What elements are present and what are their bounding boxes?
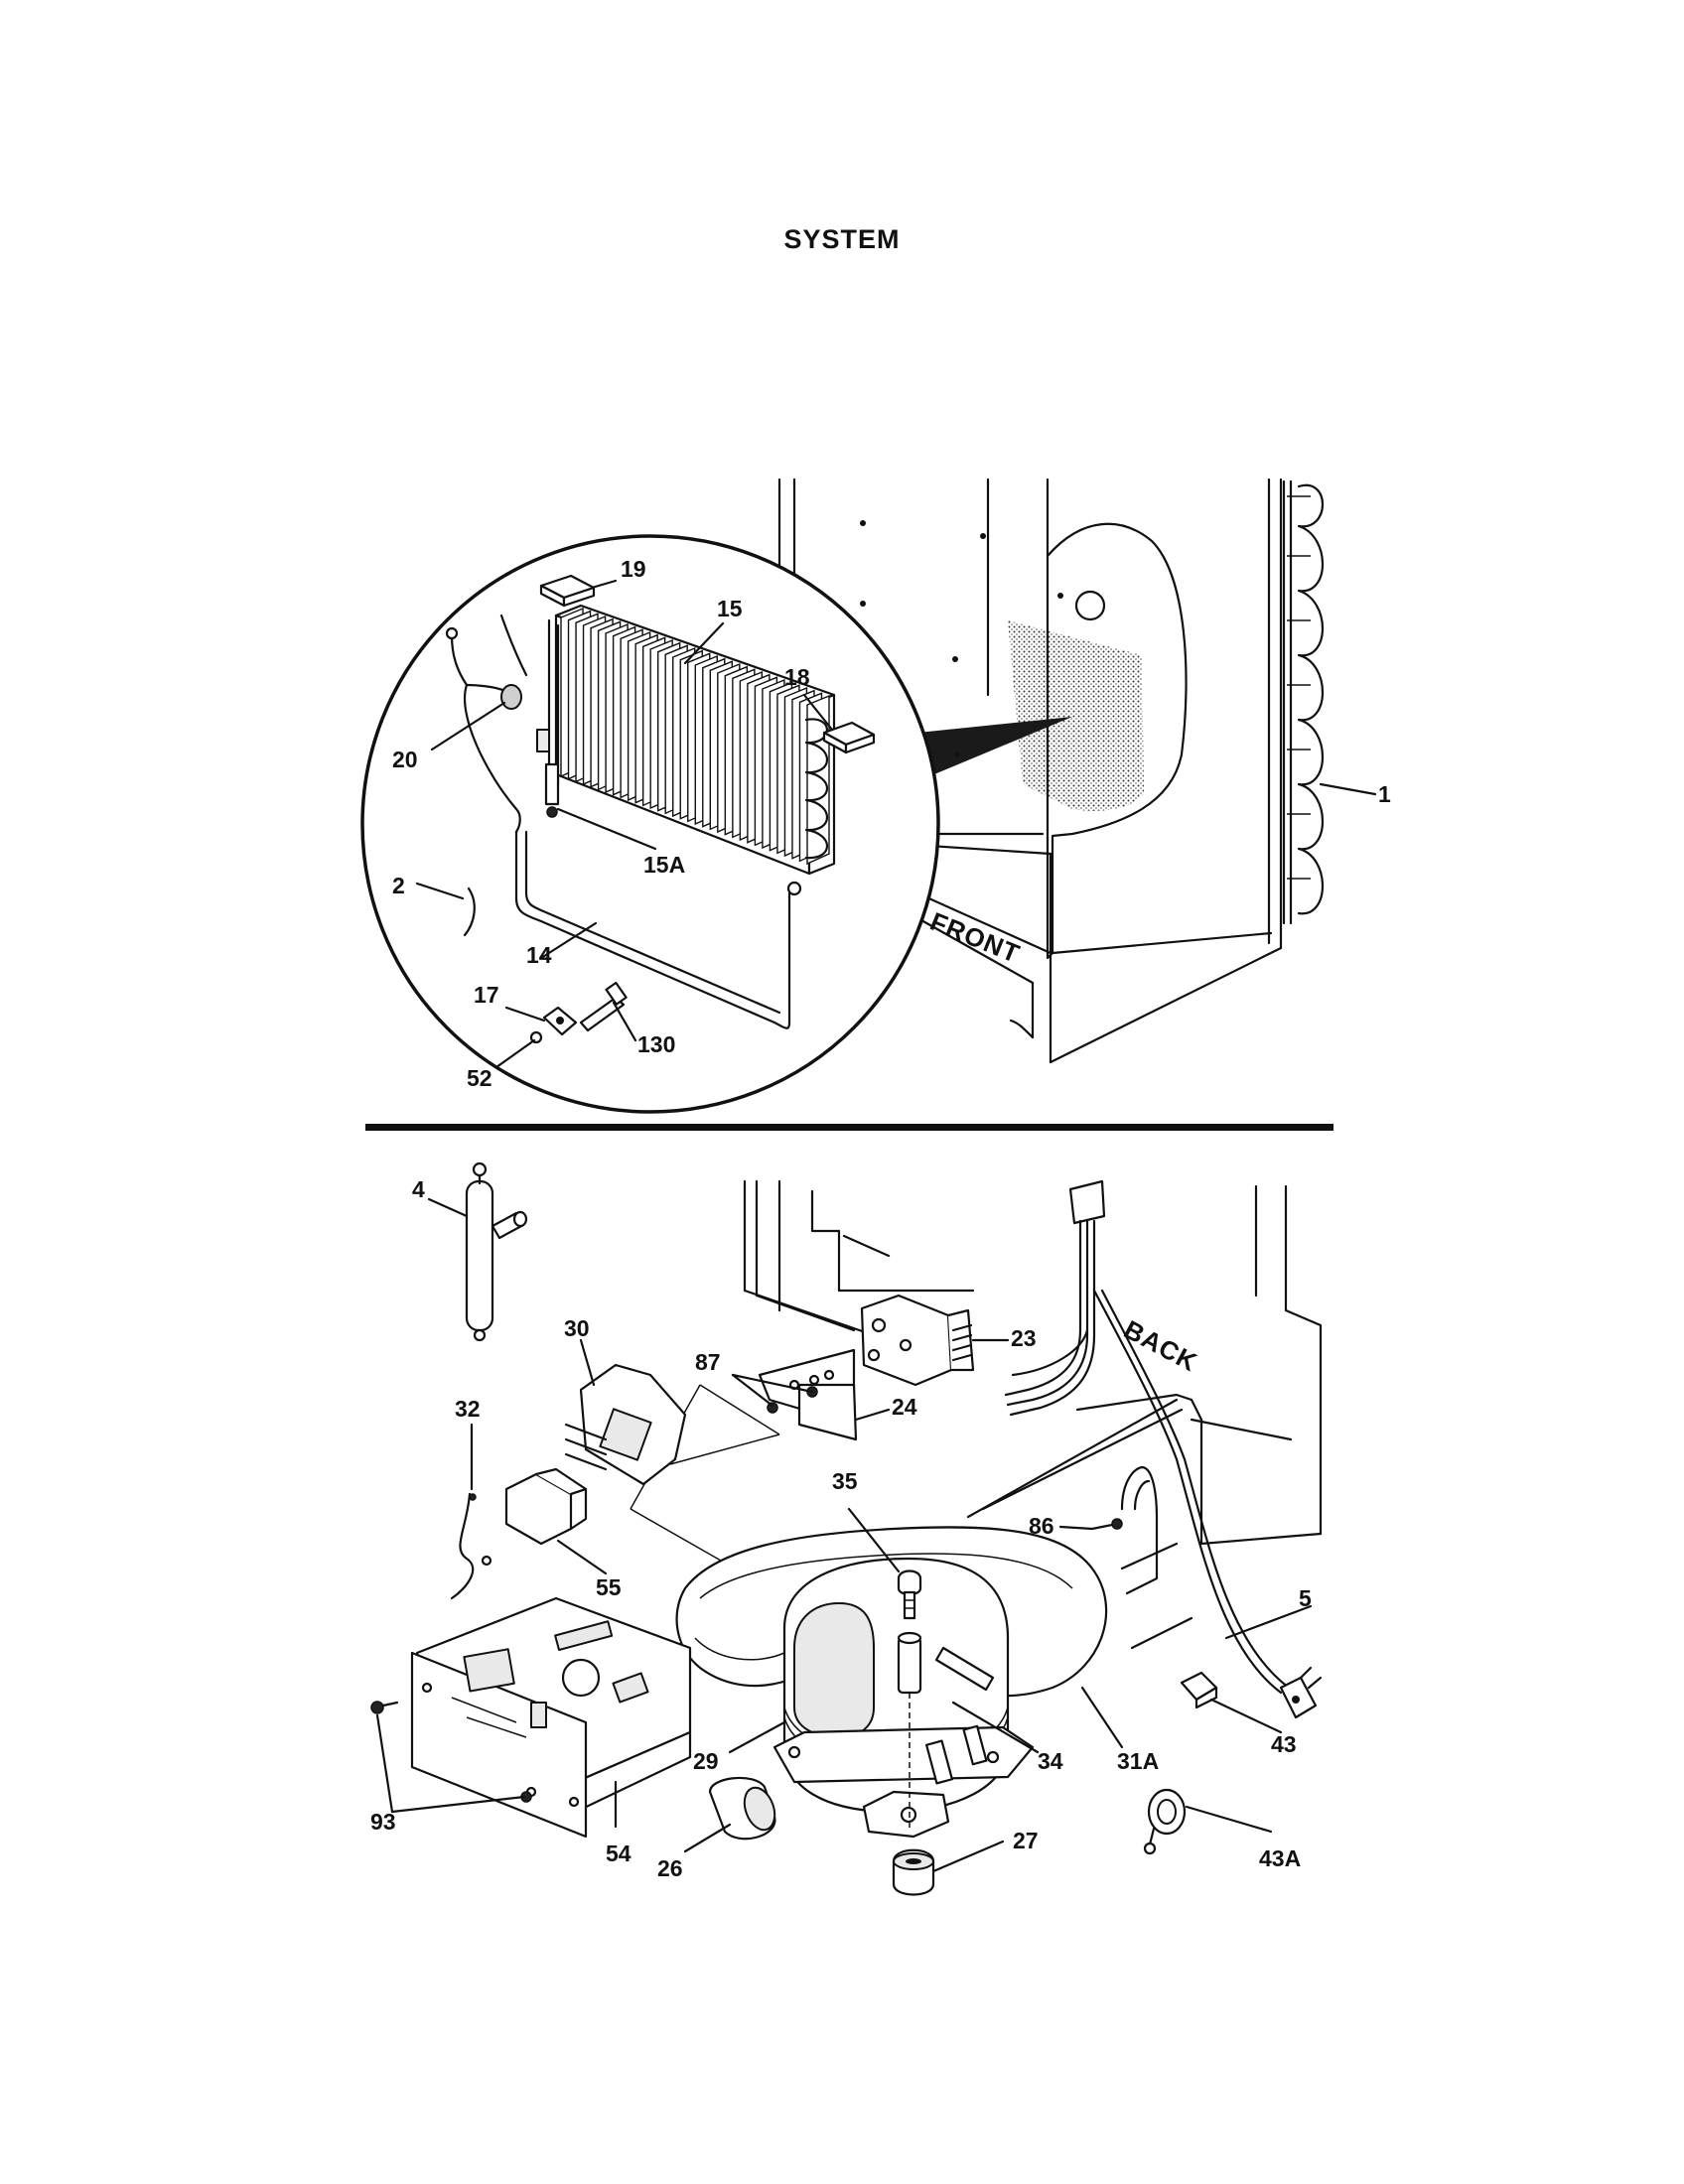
mounting-screws [370,1701,532,1803]
overload-protector [504,1467,588,1546]
compressor [772,1557,1035,1839]
callout-4: 4 [412,1176,425,1202]
drain-fitting [529,981,628,1044]
jumper-wire [450,1492,492,1600]
condenser-coil [1282,479,1325,925]
capacitor-cap [708,1776,776,1841]
callout-17: 17 [474,982,499,1008]
callout-54: 54 [606,1841,632,1866]
defrost-timer [860,1294,975,1387]
callout-27: 27 [1013,1828,1039,1853]
power-cord-plug [1279,1666,1323,1719]
callout-55: 55 [596,1574,622,1600]
cord-clip [1180,1671,1218,1709]
terminal-block [544,762,560,818]
defrost-heater-wire [445,614,802,1029]
control-box [410,1596,692,1839]
callout-5: 5 [1299,1585,1312,1611]
detail-magnifier-circle [360,534,940,1114]
callout-18: 18 [784,664,810,690]
leader-lines-top [415,579,1377,1069]
cord-clamp [1090,1465,1193,1650]
cord-strap [1143,1788,1187,1855]
callout-34: 34 [1038,1748,1063,1774]
filter-drier [465,1161,528,1342]
callout-15a: 15A [643,852,685,878]
label-front: FRONT [926,906,1025,969]
callout-87: 87 [695,1349,721,1375]
callout-35: 35 [832,1468,858,1494]
callout-43a: 43A [1259,1845,1301,1871]
evaporator-coil [536,604,836,876]
wiring-harness [1004,1179,1291,1695]
callout-93: 93 [370,1809,396,1835]
section-divider [365,1124,1333,1131]
callout-31a: 31A [1117,1748,1159,1774]
cabinet-outline-bottom [743,1179,1323,1546]
callout-86: 86 [1029,1513,1054,1539]
callout-14: 14 [526,942,552,968]
diagram-title: SYSTEM [783,224,901,254]
callout-43: 43 [1271,1731,1297,1757]
insulation-pad-upper [539,574,596,608]
start-relay [564,1363,687,1486]
cabinet-outline-top [777,478,1283,1064]
callout-1: 1 [1378,781,1391,807]
callout-23: 23 [1011,1325,1037,1351]
wire-clip [463,887,476,937]
leader-lines-bottom [375,1197,1313,1873]
callout-20: 20 [392,747,418,772]
callout-30: 30 [564,1315,590,1341]
rubber-grommet [892,1848,935,1896]
callout-19: 19 [621,556,646,582]
callout-130: 130 [637,1031,675,1057]
callout-2: 2 [392,873,405,898]
timer-bracket [758,1348,858,1441]
callout-15: 15 [717,596,743,621]
callout-26: 26 [657,1855,683,1881]
callout-24: 24 [892,1394,917,1420]
callout-29: 29 [693,1748,719,1774]
callout-52: 52 [467,1065,492,1091]
label-back: BACK [1119,1314,1202,1378]
insulation-pad-lower [822,721,876,754]
callout-32: 32 [455,1396,481,1422]
